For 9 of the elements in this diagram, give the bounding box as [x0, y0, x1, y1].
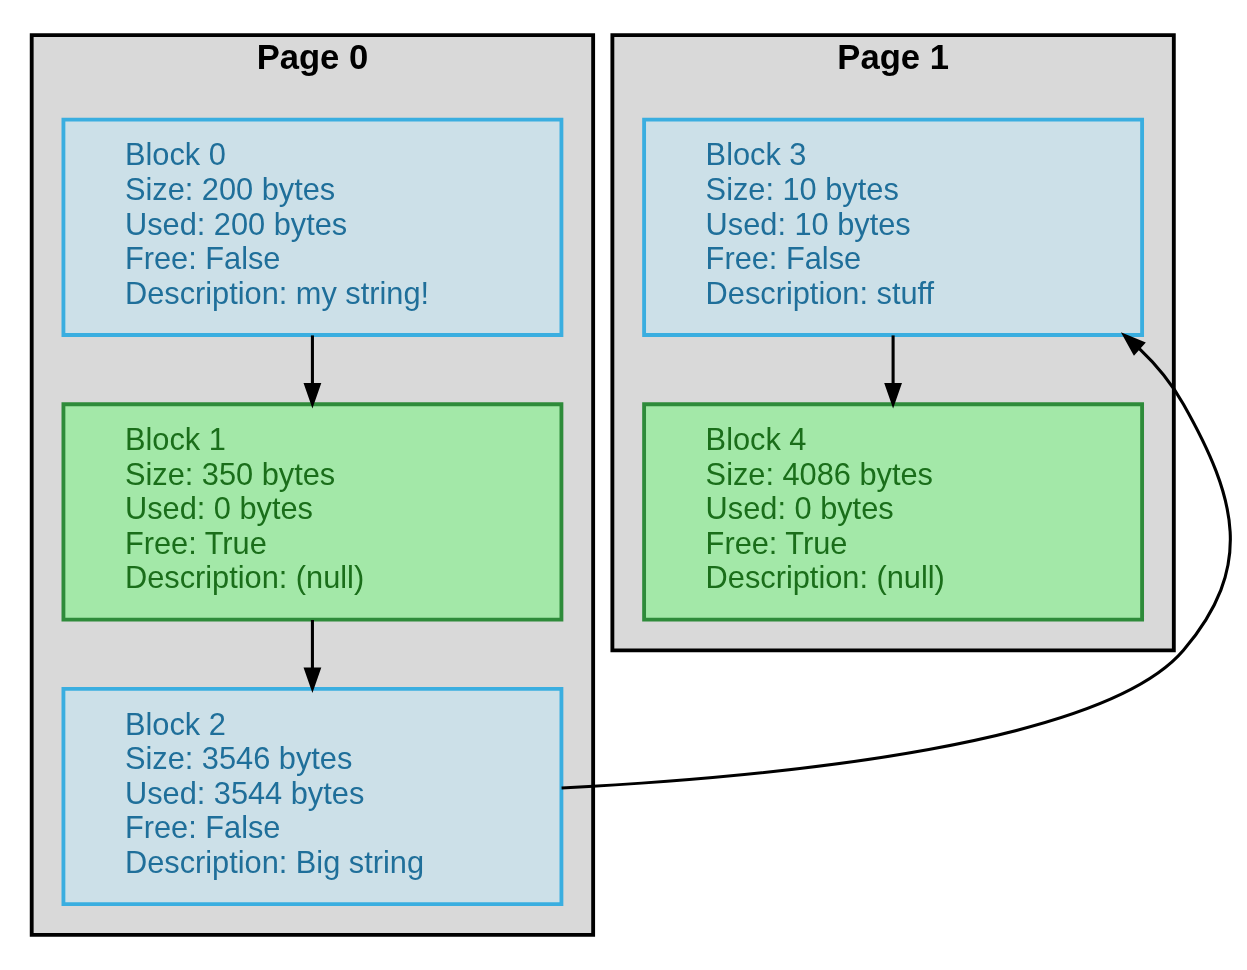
node-box: Block 0 Size: 200 bytes Used: 200 bytes Free: False Description: my string! [61, 117, 564, 337]
node-box: Block 2 Size: 3546 bytes Used: 3544 bytes Free: False Description: Big string [61, 686, 564, 907]
node-box: Block 1 Size: 350 bytes Used: 0 bytes Free: True Description: (null) [61, 402, 564, 622]
node-box: Block 4 Size: 4086 bytes Used: 0 bytes Free: True Description: (null) [642, 402, 1145, 622]
arrow [303, 620, 322, 693]
arrow [884, 335, 902, 409]
arrow [561, 332, 1232, 790]
arrow [303, 335, 322, 409]
node-box: Block 3 Size: 10 bytes Used: 10 bytes Free: False Description: stuff [642, 117, 1145, 337]
